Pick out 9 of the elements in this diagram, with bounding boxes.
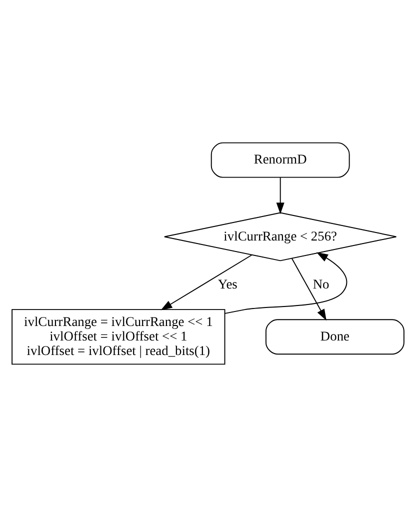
arrow — [291, 258, 326, 320]
node-box: RenormD — [210, 142, 350, 178]
node-box: Done — [266, 318, 404, 354]
edge-label: No — [312, 276, 330, 292]
arrow — [160, 254, 252, 310]
arrow — [224, 252, 348, 314]
edge-label: Yes — [218, 276, 238, 292]
node-box: ivlCurrRange = ivlCurrRange << 1 ivlOffset = ivlOffset << 1 ivlOffset = ivlOffset | read_bits(1) — [12, 308, 226, 364]
arrow — [276, 176, 284, 214]
